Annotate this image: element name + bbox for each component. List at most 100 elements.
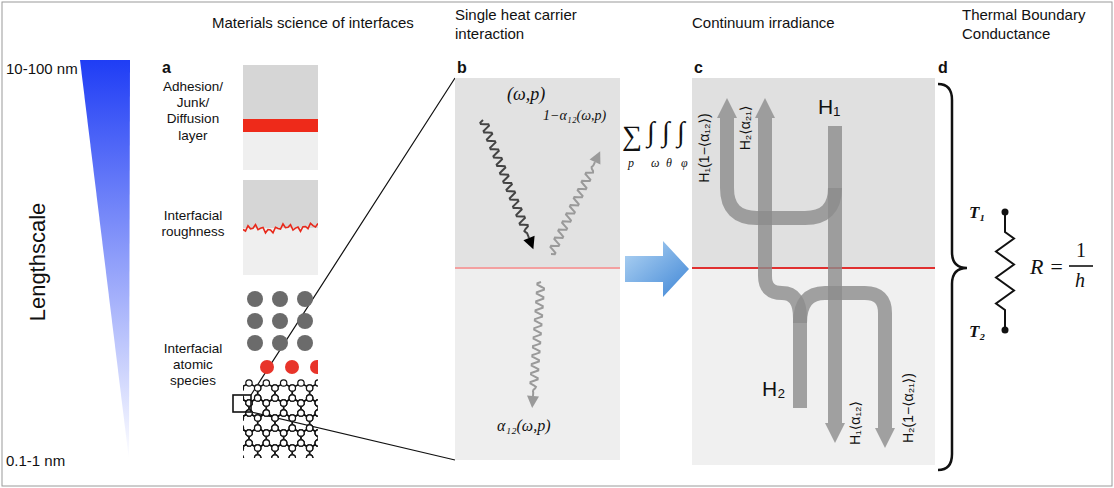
lattice-atom bbox=[315, 410, 318, 416]
lattice-atom bbox=[298, 410, 304, 416]
atom bbox=[297, 313, 313, 329]
lattice-atom bbox=[272, 395, 278, 401]
sum-symbol: ∑ bbox=[622, 118, 642, 153]
lattice-atom bbox=[272, 385, 278, 391]
atoms-illustration bbox=[243, 285, 318, 458]
lattice-atom bbox=[315, 430, 318, 436]
lattice-atom bbox=[289, 425, 295, 431]
lattice-atom bbox=[263, 440, 269, 446]
lattice-atom bbox=[306, 385, 312, 391]
lattice-atom bbox=[280, 430, 286, 436]
lattice-atom bbox=[263, 400, 269, 406]
integral-variable: φ bbox=[681, 156, 688, 171]
scale-label: 0.1-1 nm bbox=[6, 452, 65, 471]
lattice-atom bbox=[280, 380, 286, 386]
lattice-atom bbox=[298, 430, 304, 436]
lattice-atom bbox=[272, 425, 278, 431]
sum-index: p bbox=[628, 156, 634, 171]
roughness-box: Interfacial roughness bbox=[243, 180, 318, 275]
lattice-atom bbox=[289, 395, 295, 401]
phonon-mode-label: (ω,p) bbox=[507, 84, 545, 106]
panel-letter: c bbox=[694, 58, 703, 78]
lattice-atom bbox=[254, 415, 260, 421]
lattice-atom bbox=[254, 415, 260, 421]
lattice-atom bbox=[280, 410, 286, 416]
column-heading: Materials science of interfaces bbox=[212, 14, 414, 33]
lattice-atom bbox=[243, 415, 244, 421]
lattice-atom bbox=[315, 440, 318, 446]
interfacial-atom bbox=[285, 360, 299, 374]
lattice-atom bbox=[289, 455, 295, 458]
lattice-atom bbox=[246, 380, 252, 386]
lattice-atom bbox=[315, 430, 318, 436]
integral-symbol: ∫ bbox=[647, 114, 655, 149]
lattice-atom bbox=[280, 400, 286, 406]
lattice-atom bbox=[254, 455, 260, 458]
lattice-atom bbox=[263, 430, 269, 436]
lattice-atom bbox=[306, 455, 312, 458]
lattice-atom bbox=[263, 380, 269, 386]
lattice-atom bbox=[298, 410, 304, 416]
lattice-atom bbox=[306, 415, 312, 421]
lattice-atom bbox=[289, 425, 295, 431]
temperature-label: T₁ bbox=[969, 202, 985, 223]
lattice-atom bbox=[243, 445, 244, 451]
lattice-atom bbox=[315, 400, 318, 406]
incident-flux bbox=[828, 126, 842, 423]
flux-label: H₁ bbox=[818, 94, 840, 119]
lattice-atom bbox=[272, 415, 278, 421]
fraction-numerator: 1 bbox=[1076, 238, 1086, 263]
lattice-atom bbox=[306, 395, 312, 401]
lattice-atom bbox=[243, 445, 244, 451]
lattice-atom bbox=[246, 430, 252, 436]
lattice-atom bbox=[254, 445, 260, 451]
layer-label: Interfacial roughness bbox=[151, 208, 235, 240]
scale-label: 10-100 nm bbox=[6, 60, 78, 79]
lattice-atom bbox=[289, 455, 295, 458]
lattice-atom bbox=[315, 430, 318, 436]
lattice-atom bbox=[263, 410, 269, 416]
axis-label: Lengthscale bbox=[24, 203, 52, 322]
lattice-atom bbox=[254, 385, 260, 391]
lattice-atom bbox=[272, 425, 278, 431]
interface-line bbox=[692, 267, 935, 269]
layer-label: Adhesion/ Junk/ Diffusion layer bbox=[151, 79, 235, 144]
lattice-atom bbox=[263, 430, 269, 436]
resistance-label: R = bbox=[1030, 253, 1064, 281]
flux-label: H₂⟨α₂₁⟩ bbox=[737, 106, 754, 151]
zoom-square bbox=[233, 395, 251, 412]
lattice-atom bbox=[315, 410, 318, 416]
panel-letter: a bbox=[162, 58, 171, 78]
atom bbox=[297, 291, 313, 307]
transmitted-flux bbox=[765, 118, 800, 408]
temperature-label: T₂ bbox=[969, 321, 985, 342]
lattice-atom bbox=[243, 455, 244, 458]
lattice-atom bbox=[289, 415, 295, 421]
lattice-atom bbox=[315, 410, 318, 416]
lattice-atom bbox=[298, 440, 304, 446]
integral-variable: ω bbox=[651, 156, 659, 171]
reflection-label: 1−α₁₂(ω,p) bbox=[543, 108, 606, 125]
lattice-atom bbox=[243, 385, 244, 391]
lattice-atom bbox=[254, 425, 260, 431]
lattice-atom bbox=[272, 415, 278, 421]
column-heading: Thermal Boundary Conductance bbox=[962, 6, 1107, 44]
lattice-atom bbox=[280, 430, 286, 436]
transmission-label: α₁₂(ω,p) bbox=[497, 416, 550, 435]
lattice-atom bbox=[280, 440, 286, 446]
interface-line bbox=[455, 267, 620, 269]
lattice-atom bbox=[289, 455, 295, 458]
atom bbox=[297, 335, 313, 351]
flow-arrow bbox=[625, 241, 689, 297]
lattice-atom bbox=[306, 385, 312, 391]
lengthscale-wedge bbox=[80, 60, 130, 460]
rough-interface bbox=[243, 223, 318, 233]
lattice-atom bbox=[289, 415, 295, 421]
atomic-species-box: Interfacial atomic species bbox=[243, 285, 318, 458]
lattice-atom bbox=[272, 395, 278, 401]
lattice-atom bbox=[272, 385, 278, 391]
lattice-atom bbox=[263, 410, 269, 416]
lattice-atom bbox=[315, 440, 318, 446]
lattice-atom bbox=[280, 410, 286, 416]
carrier-interaction-panel: (ω,p) 1−α₁₂(ω,p) α₁₂(ω,p) bbox=[455, 78, 620, 460]
